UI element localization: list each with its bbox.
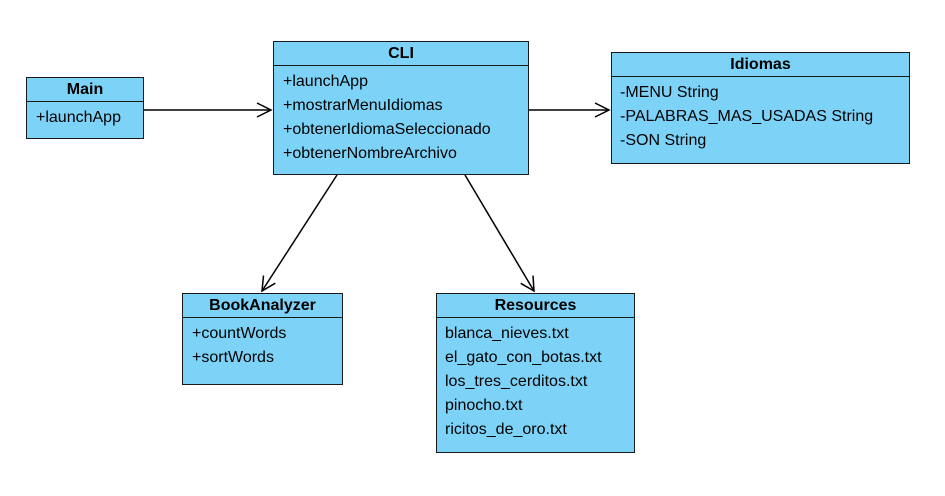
class-member: +countWords xyxy=(192,325,287,342)
resource-file: los_tres_cerditos.txt xyxy=(445,373,588,390)
class-member: +launchApp xyxy=(283,73,368,90)
class-member: -MENU String xyxy=(620,84,719,101)
class-bookanalyzer[interactable]: BookAnalyzer +countWords +sortWords xyxy=(182,293,343,385)
resource-file: el_gato_con_botas.txt xyxy=(445,349,602,366)
class-resources[interactable]: Resources blanca_nieves.txt el_gato_con_… xyxy=(436,293,635,453)
class-main-members: +launchApp xyxy=(27,102,143,130)
resource-file: ricitos_de_oro.txt xyxy=(445,421,567,438)
class-resources-members: blanca_nieves.txt el_gato_con_botas.txt … xyxy=(437,318,634,442)
arrow-cli-to-bookanalyzer xyxy=(261,174,338,293)
class-idiomas[interactable]: Idiomas -MENU String -PALABRAS_MAS_USADA… xyxy=(611,52,910,164)
class-main-title: Main xyxy=(27,78,143,102)
resource-file: blanca_nieves.txt xyxy=(445,325,569,342)
arrow-cli-to-idiomas xyxy=(529,102,611,118)
resource-file: pinocho.txt xyxy=(445,397,523,414)
arrow-main-to-cli xyxy=(144,102,273,118)
class-cli-title: CLI xyxy=(274,42,528,66)
class-member: +mostrarMenuIdiomas xyxy=(283,97,443,114)
class-resources-title: Resources xyxy=(437,294,634,318)
class-member: -SON String xyxy=(620,132,707,149)
class-member: +launchApp xyxy=(36,109,121,126)
class-member: +obtenerIdiomaSeleccionado xyxy=(283,121,491,138)
class-member: +obtenerNombreArchivo xyxy=(283,145,457,162)
class-cli-members: +launchApp +mostrarMenuIdiomas +obtenerI… xyxy=(274,66,528,166)
class-main[interactable]: Main +launchApp xyxy=(26,77,144,139)
class-bookanalyzer-members: +countWords +sortWords xyxy=(183,318,342,370)
class-cli[interactable]: CLI +launchApp +mostrarMenuIdiomas +obte… xyxy=(273,41,529,175)
class-member: -PALABRAS_MAS_USADAS String xyxy=(620,108,874,125)
arrow-cli-to-resources xyxy=(464,174,535,293)
class-member: +sortWords xyxy=(192,349,274,366)
class-idiomas-title: Idiomas xyxy=(612,53,909,77)
class-idiomas-members: -MENU String -PALABRAS_MAS_USADAS String… xyxy=(612,77,909,153)
class-bookanalyzer-title: BookAnalyzer xyxy=(183,294,342,318)
